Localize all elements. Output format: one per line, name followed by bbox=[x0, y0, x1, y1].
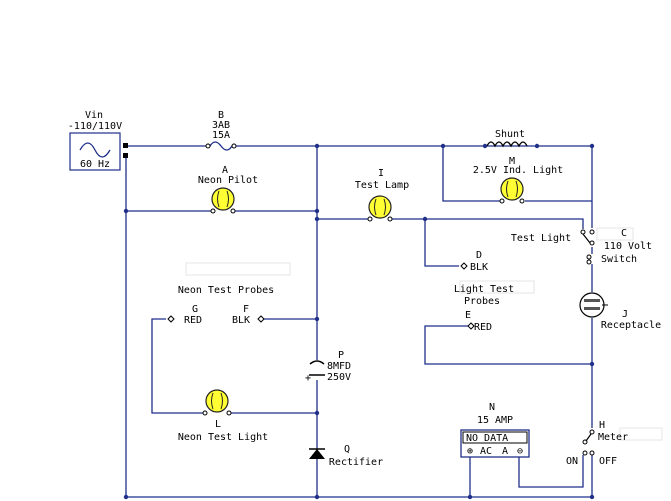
neon-test-light-l[interactable]: L Neon Test Light bbox=[178, 389, 268, 443]
test-lamp-name: Test Lamp bbox=[355, 180, 409, 191]
capacitor-voltage: 250V bbox=[327, 372, 351, 383]
ind-light-name: 2.5V Ind. Light bbox=[473, 165, 563, 176]
probe-f[interactable]: F BLK bbox=[232, 304, 265, 326]
meter-switch-id: H bbox=[599, 420, 605, 431]
probe-d-id: D bbox=[476, 250, 482, 261]
switch-arm-icon bbox=[582, 233, 591, 244]
probe-g[interactable]: G RED bbox=[167, 304, 202, 326]
capacitor-icon bbox=[309, 360, 325, 365]
fuse-b[interactable]: B 3AB 15A bbox=[205, 110, 237, 151]
probe-d-color: BLK bbox=[470, 262, 488, 273]
plus-icon: + bbox=[305, 373, 311, 384]
ghost-box bbox=[596, 227, 634, 241]
neon-pilot-a[interactable]: A Neon Pilot bbox=[198, 165, 258, 214]
probe-g-id: G bbox=[192, 304, 198, 315]
probe-tip-icon bbox=[460, 262, 468, 270]
probe-e-id: E bbox=[465, 310, 471, 321]
shunt-name: Shunt bbox=[495, 129, 525, 140]
ghost-box bbox=[459, 280, 535, 294]
ind-light-m[interactable]: M 2.5V Ind. Light bbox=[473, 156, 563, 204]
meter-n-id: N bbox=[489, 402, 495, 413]
neon-lamp-icon bbox=[205, 389, 229, 413]
meter-switch-off: OFF bbox=[599, 456, 617, 467]
probe-d[interactable]: D BLK bbox=[460, 250, 488, 273]
neon-lamp-icon bbox=[211, 187, 235, 211]
meter-switch-h[interactable]: H Meter ON OFF bbox=[566, 420, 628, 467]
switch-c-id: C bbox=[621, 228, 627, 239]
minus-terminal-icon: ⊖ bbox=[517, 446, 523, 457]
receptacle-name: Receptacle bbox=[601, 320, 661, 331]
meter-switch-on: ON bbox=[566, 456, 578, 467]
capacitor-id: P bbox=[338, 350, 344, 361]
terminal-icon bbox=[123, 153, 128, 158]
light-probes-title1: Light Test bbox=[454, 284, 514, 295]
probe-tip-icon bbox=[467, 322, 475, 330]
sine-wave-icon bbox=[79, 142, 111, 158]
probe-tip-icon bbox=[167, 315, 175, 323]
outlet-icon bbox=[579, 292, 605, 318]
vin-frequency: 60 Hz bbox=[80, 159, 110, 170]
neon-pilot-id: A bbox=[222, 165, 228, 176]
probe-f-color: BLK bbox=[232, 315, 250, 326]
rectifier-id: Q bbox=[344, 444, 350, 455]
probe-g-color: RED bbox=[184, 315, 202, 326]
probe-f-id: F bbox=[243, 304, 249, 315]
switch-c-position-label: Test Light bbox=[511, 233, 571, 244]
diode-icon bbox=[309, 449, 325, 459]
neon-light-name: Neon Test Light bbox=[178, 432, 268, 443]
ghost-box bbox=[185, 262, 291, 276]
switch-arm-icon bbox=[585, 433, 592, 442]
neon-probes-title: Neon Test Probes bbox=[178, 285, 274, 296]
meter-switch-name: Meter bbox=[598, 432, 628, 443]
meter-ac-label: AC bbox=[480, 446, 492, 457]
probe-e[interactable]: E RED bbox=[465, 310, 492, 333]
switch-c-name1: 110 Volt bbox=[604, 241, 652, 252]
probe-e-color: RED bbox=[474, 322, 492, 333]
fuse-b-id: B bbox=[218, 110, 224, 121]
terminal-icon bbox=[123, 143, 128, 148]
fuse-b-rating: 15A bbox=[212, 130, 230, 141]
plus-terminal-icon: ⊕ bbox=[467, 446, 473, 457]
meter-a-label: A bbox=[502, 446, 508, 457]
fuse-b-type: 3AB bbox=[212, 120, 230, 131]
test-lamp-i[interactable]: I Test Lamp bbox=[355, 168, 409, 222]
ghost-box bbox=[619, 427, 663, 441]
rectifier-q[interactable]: Q Rectifier bbox=[309, 444, 383, 468]
meter-n-rating: 15 AMP bbox=[477, 415, 513, 426]
receptacle-j[interactable]: J Receptacle bbox=[579, 292, 661, 331]
switch-c[interactable]: Test Light C 110 Volt Switch bbox=[511, 228, 652, 265]
vin-box bbox=[69, 132, 121, 171]
receptacle-id: J bbox=[622, 309, 628, 320]
fuse-icon bbox=[209, 141, 233, 151]
meter-readout: NO DATA bbox=[466, 433, 508, 444]
capacitor-p[interactable]: P 8MFD 250V + bbox=[305, 350, 351, 384]
rectifier-name: Rectifier bbox=[329, 457, 383, 468]
lamp-icon bbox=[368, 195, 392, 219]
shunt[interactable]: Shunt bbox=[482, 129, 540, 149]
vin-source[interactable]: Vin -110/110V 60 Hz bbox=[68, 110, 128, 171]
inductor-icon bbox=[486, 141, 528, 148]
light-probes-title2: Probes bbox=[464, 296, 500, 307]
ind-light-id: M bbox=[509, 156, 515, 167]
neon-pilot-name: Neon Pilot bbox=[198, 175, 258, 186]
test-lamp-id: I bbox=[378, 168, 384, 179]
lamp-icon bbox=[500, 177, 524, 201]
vin-range: -110/110V bbox=[68, 121, 122, 132]
vin-title: Vin bbox=[85, 110, 103, 121]
probe-tip-icon bbox=[257, 315, 265, 323]
switch-c-name2: Switch bbox=[601, 254, 637, 265]
junction-dots bbox=[123, 143, 595, 500]
neon-light-id: L bbox=[215, 419, 221, 430]
meter-n[interactable]: N 15 AMP NO DATA ⊕ AC A ⊖ bbox=[460, 402, 530, 458]
meter-readout-box bbox=[462, 431, 528, 444]
capacitor-value: 8MFD bbox=[327, 361, 351, 372]
